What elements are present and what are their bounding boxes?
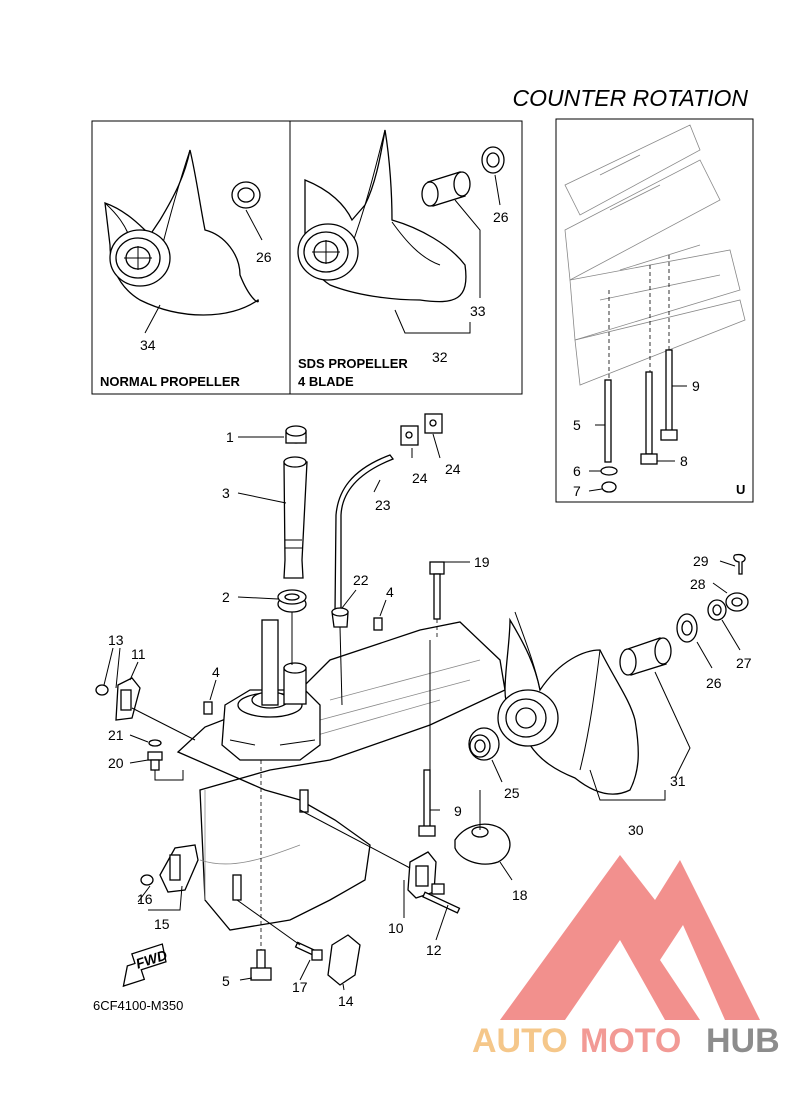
leader-lines bbox=[103, 433, 741, 991]
diagram-title: COUNTER ROTATION bbox=[512, 85, 748, 111]
part-15-trim-tab bbox=[159, 844, 199, 893]
callout-21: 21 bbox=[108, 727, 124, 743]
callout-6: 6 bbox=[573, 463, 581, 479]
callout-9b: 9 bbox=[454, 803, 462, 819]
part-4-dowel-a bbox=[373, 617, 383, 631]
callout-33: 33 bbox=[470, 303, 486, 319]
part-31-propeller bbox=[497, 611, 639, 795]
callout-24a: 24 bbox=[412, 470, 428, 486]
propeller-options-box bbox=[91, 120, 523, 395]
callout-28: 28 bbox=[690, 576, 706, 592]
automotohub-wordmark: AUTO MOTO HUB bbox=[472, 1022, 780, 1060]
part-12-bolt bbox=[422, 883, 461, 914]
detail-box-label: U bbox=[736, 482, 745, 497]
part-25-spacer bbox=[468, 727, 500, 761]
part-1-seal bbox=[285, 425, 307, 444]
callout-17: 17 bbox=[292, 979, 308, 995]
callout-27: 27 bbox=[736, 655, 752, 671]
callout-16: 16 bbox=[137, 891, 153, 907]
part-22-fitting bbox=[331, 607, 349, 706]
part-16-nut bbox=[140, 874, 154, 886]
callout-8: 8 bbox=[680, 453, 688, 469]
callout-5a: 5 bbox=[573, 417, 581, 433]
callout-20: 20 bbox=[108, 755, 124, 771]
part-9-bolt bbox=[418, 640, 436, 837]
part-spline-washer bbox=[619, 637, 672, 676]
detail-bolts bbox=[600, 349, 678, 493]
part-28-nut bbox=[725, 592, 749, 612]
sds-propeller-label-1: SDS PROPELLER bbox=[298, 356, 408, 371]
drawing-number: 6CF4100-M350 bbox=[93, 998, 183, 1013]
callout-25: 25 bbox=[504, 785, 520, 801]
logo-word-auto: AUTO bbox=[472, 1022, 568, 1060]
callout-2: 2 bbox=[222, 589, 230, 605]
callout-34: 34 bbox=[140, 337, 156, 353]
part-3-water-tube bbox=[283, 456, 308, 579]
part-13-nut bbox=[95, 684, 109, 696]
fwd-label: FWD bbox=[134, 947, 169, 972]
callout-26a: 26 bbox=[256, 249, 272, 265]
part-11-plate bbox=[115, 677, 141, 721]
sds-propeller-label-2: 4 BLADE bbox=[298, 374, 354, 389]
callout-3: 3 bbox=[222, 485, 230, 501]
callout-31: 31 bbox=[670, 773, 686, 789]
callout-22: 22 bbox=[353, 572, 369, 588]
part-29-cotter-pin bbox=[733, 553, 746, 575]
part-21-washer bbox=[148, 739, 162, 747]
part-24-clips bbox=[400, 413, 443, 446]
part-10-anode bbox=[407, 851, 437, 899]
callout-29: 29 bbox=[693, 553, 709, 569]
callout-32: 32 bbox=[432, 349, 448, 365]
leader-26a bbox=[245, 209, 263, 241]
leader-26b bbox=[494, 174, 501, 206]
callout-18: 18 bbox=[512, 887, 528, 903]
callout-10: 10 bbox=[388, 920, 404, 936]
callout-1: 1 bbox=[226, 429, 234, 445]
part-27-washer bbox=[707, 599, 727, 621]
callout-14: 14 bbox=[338, 993, 354, 1009]
leader-34 bbox=[144, 304, 161, 334]
leader-7 bbox=[588, 488, 603, 492]
callout-11: 11 bbox=[131, 646, 146, 662]
callout-23: 23 bbox=[375, 497, 391, 513]
part-19-bolt bbox=[429, 561, 445, 640]
callout-9a: 9 bbox=[692, 378, 700, 394]
part-26-nut-sds bbox=[481, 146, 505, 174]
lower-case-housing bbox=[176, 619, 506, 931]
automotohub-logo bbox=[500, 855, 760, 1020]
callout-5b: 5 bbox=[222, 973, 230, 989]
callout-24b: 24 bbox=[445, 461, 461, 477]
part-14-cover bbox=[327, 934, 361, 986]
part-20-plug bbox=[147, 751, 163, 771]
callout-4a: 4 bbox=[386, 584, 394, 600]
part-2-grommet bbox=[277, 589, 307, 613]
part-18-anode bbox=[454, 823, 511, 865]
part-33-spline-bushing bbox=[421, 171, 471, 207]
part-17-bolt bbox=[294, 941, 323, 961]
callout-26c: 26 bbox=[706, 675, 722, 691]
fwd-arrow-icon: FWD bbox=[122, 943, 169, 988]
callout-26b: 26 bbox=[493, 209, 509, 225]
callout-12: 12 bbox=[426, 942, 442, 958]
normal-propeller-label: NORMAL PROPELLER bbox=[100, 374, 240, 389]
part-4-dowel-b bbox=[203, 701, 213, 715]
part-23-rod bbox=[334, 454, 395, 613]
callout-7: 7 bbox=[573, 483, 581, 499]
callout-19: 19 bbox=[474, 554, 490, 570]
logo-word-moto: MOTO bbox=[580, 1022, 681, 1060]
part-5-bolt bbox=[250, 760, 272, 981]
leader-33 bbox=[454, 199, 481, 298]
detail-box-u bbox=[555, 118, 754, 503]
sds-propeller-drawing bbox=[297, 129, 467, 303]
callout-13: 13 bbox=[108, 632, 124, 648]
part-26-nut-main bbox=[676, 613, 698, 643]
leader-32 bbox=[394, 309, 471, 334]
normal-propeller-drawing bbox=[104, 149, 259, 316]
callout-30: 30 bbox=[628, 822, 644, 838]
logo-word-hub: HUB bbox=[706, 1022, 780, 1060]
callout-4b: 4 bbox=[212, 664, 220, 680]
part-26-nut-normal bbox=[231, 181, 261, 209]
callout-15: 15 bbox=[154, 916, 170, 932]
